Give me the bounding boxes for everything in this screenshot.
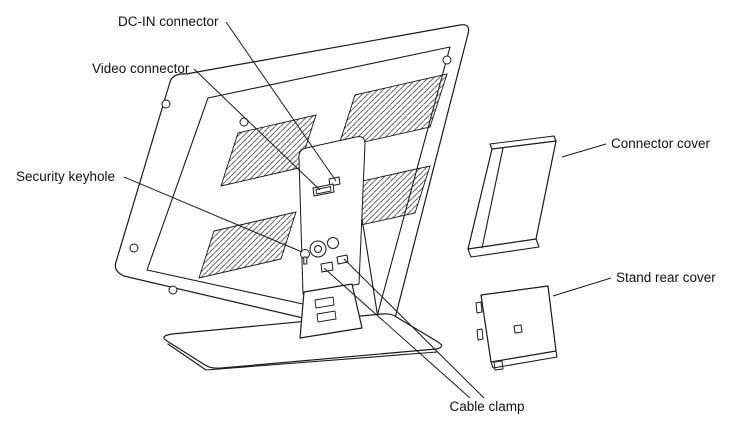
stand-rear-cover-part (475, 285, 558, 371)
stand-base (163, 313, 443, 369)
stand-rear-cover-callout-line (552, 277, 612, 297)
cable-clamp-callout-line (323, 267, 471, 399)
hinge-wheel-small (327, 237, 339, 249)
hinge-axle (314, 245, 322, 253)
screw-hole (442, 55, 452, 65)
screw-hole (161, 99, 171, 109)
connector-cover-part (467, 135, 557, 258)
stand-rear-cover-hole (513, 324, 523, 334)
stand-column-body (299, 283, 363, 339)
connector-cover-fold (481, 147, 504, 249)
stand-rear-cover-tab (475, 301, 483, 314)
label-stand-rear-cover: Stand rear cover (616, 270, 716, 285)
screw-hole (168, 285, 178, 295)
vent-grille-top-right (337, 73, 448, 149)
stand-base-front-edge (167, 343, 438, 371)
security-keyhole-slot (303, 256, 308, 265)
monitor-rear-view (114, 24, 470, 371)
connector-cover-callout-line (561, 143, 607, 158)
screw-hole (129, 243, 139, 253)
cable-clamp (320, 261, 334, 273)
label-cable-clamp: Cable clamp (449, 399, 524, 414)
label-dc-in-connector: DC-IN connector (118, 14, 219, 29)
labels: DC-IN connector Video connector Security… (16, 14, 716, 414)
stand-rear-cover-tab (476, 328, 484, 341)
screw-holes (129, 55, 452, 295)
cable-clamp-callout-line (343, 258, 485, 399)
dc-in-callout-line (225, 21, 337, 182)
cable-clamp (336, 254, 349, 265)
video-callout-line (193, 68, 321, 191)
stand-rear-cover-tab (493, 360, 504, 371)
label-security-keyhole: Security keyhole (16, 169, 115, 184)
video-connector-inner (315, 185, 332, 195)
label-connector-cover: Connector cover (611, 136, 711, 151)
label-video-connector: Video connector (92, 61, 190, 76)
stand-column (299, 283, 363, 339)
callout-lines (123, 21, 612, 399)
connector-cover-face (467, 140, 557, 250)
connector-cover-top-edge (489, 135, 557, 150)
security-keyhole-callout-line (123, 176, 303, 253)
stand-rear-cover-bottom-edge (490, 350, 558, 369)
stand-hinge (300, 237, 349, 273)
connector-cover-bottom-edge (467, 238, 540, 258)
screw-hole (239, 117, 249, 127)
stand-rear-cover-face (480, 285, 557, 363)
stand-column-slot (314, 296, 335, 309)
vent-grille-bottom-left (198, 211, 297, 279)
stand-column-slot (316, 310, 337, 323)
